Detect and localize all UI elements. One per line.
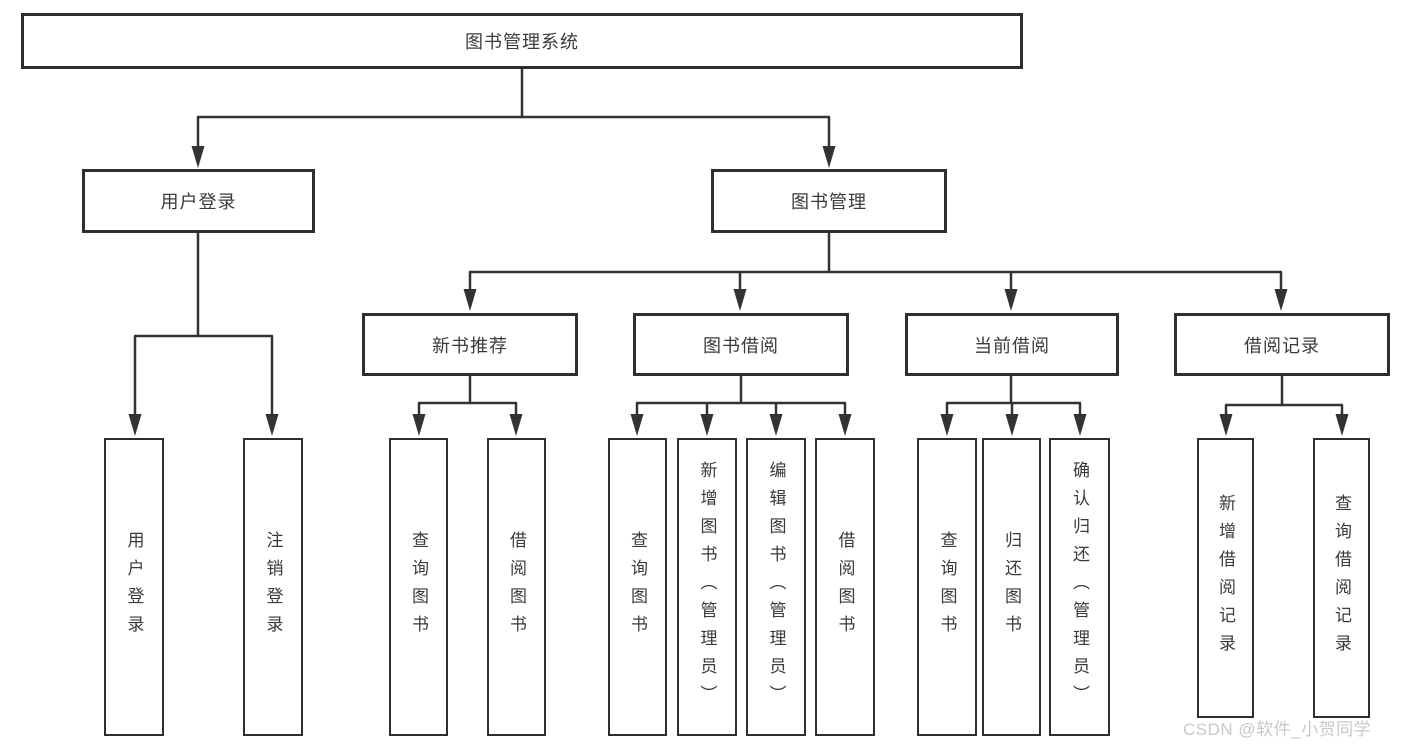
- node-book-borrow: 图书借阅: [633, 313, 849, 376]
- arrowhead: [733, 289, 747, 311]
- leaf-query-book-current: 查询图书: [917, 438, 977, 736]
- leaf-logout: 注销登录: [243, 438, 303, 736]
- arrowhead: [940, 414, 954, 436]
- leaf-return-book: 归还图书: [982, 438, 1041, 736]
- edge-lines: [133, 69, 1344, 418]
- leaf-query-book-borrow: 查询图书: [608, 438, 667, 736]
- leaf-borrow-book-recommend: 借阅图书: [487, 438, 546, 736]
- leaf-query-book-recommend: 查询图书: [389, 438, 448, 736]
- arrowheads: [128, 146, 1349, 436]
- arrowhead: [1073, 414, 1087, 436]
- arrowhead: [1219, 414, 1233, 436]
- arrowhead: [1004, 289, 1018, 311]
- leaf-add-borrow-record: 新增借阅记录: [1197, 438, 1254, 718]
- node-user-login: 用户登录: [82, 169, 315, 233]
- leaf-user-login: 用户登录: [104, 438, 164, 736]
- arrowhead: [265, 414, 279, 436]
- arrowhead: [128, 414, 142, 436]
- arrowhead: [509, 414, 523, 436]
- edge-bookborrow-to-leaves: [635, 376, 847, 418]
- edge-bookmgmt-to-level3: [468, 233, 1283, 293]
- edge-root-to-level2: [196, 69, 831, 150]
- leaf-query-borrow-record: 查询借阅记录: [1313, 438, 1370, 718]
- leaf-confirm-return-admin: 确认归还（管理员）: [1049, 438, 1110, 736]
- node-book-management: 图书管理: [711, 169, 947, 233]
- arrowhead: [700, 414, 714, 436]
- leaf-borrow-book: 借阅图书: [815, 438, 875, 736]
- arrowhead: [769, 414, 783, 436]
- edge-newbookrec-to-leaves: [417, 376, 518, 418]
- node-new-book-recommend: 新书推荐: [362, 313, 578, 376]
- arrowhead: [1274, 289, 1288, 311]
- arrowhead: [1005, 414, 1019, 436]
- edge-currentborrow-to-leaves: [945, 376, 1082, 418]
- node-root-system: 图书管理系统: [21, 13, 1023, 69]
- arrowhead: [822, 146, 836, 168]
- arrowhead: [838, 414, 852, 436]
- edge-userlogin-to-leaves: [133, 233, 274, 418]
- csdn-watermark: CSDN @软件_小贺同学: [1183, 720, 1372, 739]
- arrowhead: [412, 414, 426, 436]
- leaf-add-book-admin: 新增图书（管理员）: [677, 438, 737, 736]
- arrowhead: [1335, 414, 1349, 436]
- node-current-borrow: 当前借阅: [905, 313, 1119, 376]
- leaf-edit-book-admin: 编辑图书（管理员）: [746, 438, 806, 736]
- edge-borrowrecords-to-leaves: [1224, 376, 1344, 418]
- arrowhead: [191, 146, 205, 168]
- node-borrow-records: 借阅记录: [1174, 313, 1390, 376]
- arrowhead: [630, 414, 644, 436]
- arrowhead: [463, 289, 477, 311]
